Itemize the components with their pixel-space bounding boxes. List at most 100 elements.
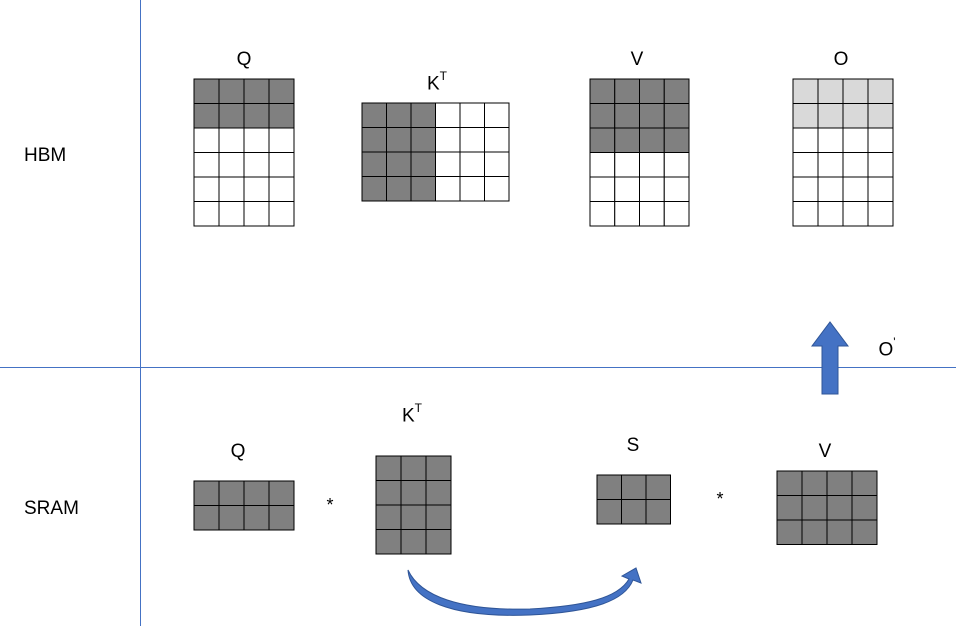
hbm-label: HBM xyxy=(24,145,67,166)
sram-s-cell xyxy=(596,499,622,525)
hbm-q-cell xyxy=(268,152,295,178)
hbm-q-cell xyxy=(268,78,295,104)
hbm-q-cell xyxy=(243,78,270,104)
hbm-q-cell xyxy=(268,127,295,153)
hbm-q-cell xyxy=(243,127,270,153)
hbm-q-cell xyxy=(218,127,245,153)
hbm-o-cell xyxy=(842,176,869,202)
hbm-kt-cell xyxy=(361,176,387,202)
hbm-q-cell xyxy=(218,152,245,178)
hbm-kt-cell xyxy=(435,176,461,202)
hbm-v-cell xyxy=(663,176,690,202)
hbm-kt-cell xyxy=(435,127,461,153)
hbm-o-cell xyxy=(867,176,894,202)
hbm-kt-cell xyxy=(410,127,436,153)
hbm-q-cell xyxy=(218,176,245,202)
hbm-q-matrix xyxy=(193,78,295,227)
sram-q-cell xyxy=(243,480,270,506)
hbm-o-cell xyxy=(792,201,819,227)
hbm-o-cell xyxy=(817,78,844,104)
hbm-kt-cell xyxy=(361,127,387,153)
sram-s-label: S xyxy=(626,435,640,456)
sram-kt-cell xyxy=(375,480,402,506)
hbm-o-cell xyxy=(867,103,894,129)
hbm-o-cell xyxy=(792,176,819,202)
hbm-v-cell xyxy=(589,78,616,104)
sram-kt-cell xyxy=(425,504,452,530)
sram-kt-matrix xyxy=(375,455,452,555)
hbm-kt-cell xyxy=(386,127,412,153)
hbm-q-cell xyxy=(243,152,270,178)
hbm-o-cell xyxy=(817,127,844,153)
hbm-v-cell xyxy=(663,78,690,104)
hbm-v-cell xyxy=(639,127,665,153)
hbm-v-cell xyxy=(589,103,616,129)
hbm-v-cell xyxy=(663,103,690,129)
sram-q-cell xyxy=(268,505,295,531)
hbm-q-cell xyxy=(268,176,295,202)
sram-s-cell xyxy=(621,499,647,525)
hbm-v-cell xyxy=(589,127,616,153)
sram-q-cell xyxy=(193,480,220,506)
hbm-o-cell xyxy=(792,152,819,178)
hbm-o-cell xyxy=(792,78,819,104)
hbm-v-cell xyxy=(639,103,665,129)
hbm-kt-cell xyxy=(361,102,387,128)
hbm-o-cell xyxy=(867,201,894,227)
sram-kt-cell xyxy=(400,480,427,506)
multiply-operator: * xyxy=(326,495,334,515)
hbm-v-cell xyxy=(663,152,690,178)
hbm-o-cell xyxy=(842,152,869,178)
sram-q-cell xyxy=(218,480,245,506)
hbm-kt-cell xyxy=(386,151,412,177)
hbm-q-cell xyxy=(268,103,295,129)
hbm-o-cell xyxy=(817,176,844,202)
hbm-kt-cell xyxy=(459,176,485,202)
sram-v-cell xyxy=(801,519,828,545)
sram-v-cell xyxy=(776,495,803,521)
hbm-v-cell xyxy=(639,201,665,227)
vertical-divider xyxy=(140,0,141,626)
hbm-v-cell xyxy=(589,176,616,202)
sram-v-cell xyxy=(801,495,828,521)
hbm-kt-cell xyxy=(386,102,412,128)
sram-q-cell xyxy=(218,505,245,531)
hbm-kt-cell xyxy=(361,151,387,177)
hbm-kt-cell xyxy=(410,102,436,128)
sram-s-cell xyxy=(621,474,647,500)
hbm-o-cell xyxy=(842,127,869,153)
hbm-v-cell xyxy=(663,127,690,153)
hbm-kt-cell xyxy=(459,151,485,177)
sram-v-cell xyxy=(826,519,853,545)
sram-v-cell xyxy=(826,495,853,521)
sram-v-cell xyxy=(801,470,828,496)
sram-kt-label: KT xyxy=(401,401,423,427)
sram-s-matrix xyxy=(596,474,671,525)
hbm-o-cell xyxy=(792,103,819,129)
hbm-q-cell xyxy=(243,201,270,227)
hbm-kt-cell xyxy=(410,176,436,202)
hbm-q-cell xyxy=(218,78,245,104)
hbm-v-cell xyxy=(614,152,640,178)
hbm-v-label: V xyxy=(630,49,644,70)
sram-kt-cell xyxy=(400,504,427,530)
hbm-q-cell xyxy=(193,78,220,104)
o-prime-label: O' xyxy=(878,335,896,361)
hbm-q-cell xyxy=(193,176,220,202)
sram-q-cell xyxy=(268,480,295,506)
multiply-operator-2: * xyxy=(716,489,724,509)
hbm-o-cell xyxy=(792,127,819,153)
horizontal-divider xyxy=(0,367,956,368)
hbm-o-cell xyxy=(867,152,894,178)
sram-q-matrix xyxy=(193,480,295,531)
hbm-v-cell xyxy=(614,127,640,153)
sram-v-cell xyxy=(776,470,803,496)
hbm-kt-cell xyxy=(484,127,510,153)
hbm-v-cell xyxy=(614,103,640,129)
sram-s-cell xyxy=(596,474,622,500)
hbm-o-matrix xyxy=(792,78,894,227)
hbm-v-cell xyxy=(614,78,640,104)
hbm-q-cell xyxy=(193,103,220,129)
sram-v-label: V xyxy=(818,441,832,462)
sram-q-cell xyxy=(193,505,220,531)
